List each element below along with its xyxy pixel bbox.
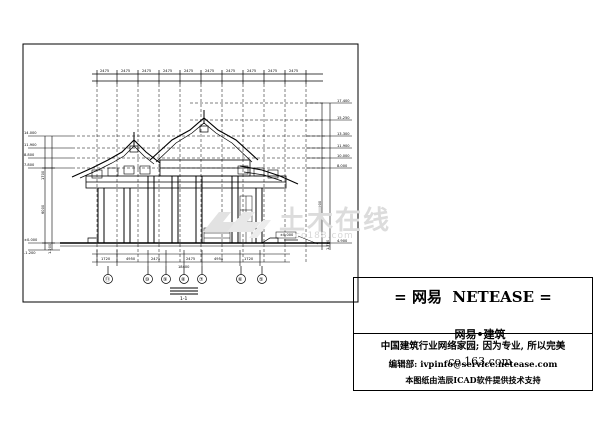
top-dim: 2475 (289, 69, 298, 73)
grid-bubble: ⑧ (181, 277, 186, 283)
left-elevation: 8.800 (24, 153, 35, 157)
title-block-sub: 网易•建筑 co.163.com (354, 313, 592, 368)
bottom-dim: 4950 (214, 257, 224, 261)
grid-bubble: ⑪ (105, 276, 110, 283)
title-block-slogan: 中国建筑行业网络家园; 因为专业, 所以完美 (380, 341, 566, 352)
top-dim: 2475 (247, 69, 256, 73)
watermark: 土木在线 co188.com (197, 200, 417, 248)
bottom-dim: 1720 (101, 257, 111, 261)
left-elevation: -1.200 (24, 251, 36, 255)
title-block-email[interactable]: 编辑部: ivpinfo@service.netease.com (388, 360, 558, 370)
grid-bubble: ⑩ (145, 277, 150, 283)
left-vertical-dim: 1.200 (48, 243, 52, 254)
columns (97, 176, 263, 243)
bottom-dim: 2475 (151, 257, 160, 261)
bottom-dimension-ticks (96, 250, 261, 266)
grid-bubble: ⑤ (259, 277, 263, 283)
top-dim: 2475 (100, 69, 109, 73)
top-dim: 2475 (163, 69, 172, 73)
right-elevation: 17.400 (337, 99, 350, 103)
left-elevation: 11.900 (24, 143, 37, 147)
watermark-logo-icon (203, 212, 271, 238)
top-dim: 2475 (121, 69, 130, 73)
bottom-dim: 1720 (244, 257, 254, 261)
right-elevation-lines (306, 102, 352, 250)
top-dim: 2475 (268, 69, 277, 73)
right-elevation: 4.900 (337, 239, 348, 243)
left-vertical-dim: 1700 (41, 170, 45, 180)
title-block-credit: 本图纸由浩辰ICAD软件提供技术支持 (405, 375, 541, 385)
title-block-sub-cn: 网易•建筑 (454, 328, 506, 341)
bottom-dim: 4950 (126, 257, 136, 261)
grid-bubble: ⑨ (163, 277, 167, 283)
left-vertical-dim: 6000 (41, 204, 45, 214)
title-block-divider (354, 333, 592, 334)
right-elevation: 13.300 (337, 132, 350, 136)
right-vertical-dim: 1.700 (326, 239, 330, 250)
grid-bubble: ⑦ (199, 277, 204, 283)
title-block-sub-domain[interactable]: co.163.com (448, 355, 512, 368)
bracket-sets (91, 165, 279, 179)
bottom-dim: 2475 (186, 257, 195, 261)
grid-bubble: ⑥ (238, 277, 243, 283)
left-elevation-lines (28, 135, 72, 251)
right-elevation: 15.250 (337, 116, 350, 120)
top-dim: 2475 (226, 69, 235, 73)
title-block: = 网易 NETEASE = 网易•建筑 co.163.com 中国建筑行业网络… (353, 277, 593, 391)
watermark-main-text: 土木在线 (279, 206, 392, 236)
drawing-frame (22, 43, 359, 303)
right-elevation: 11.900 (337, 144, 350, 148)
right-vertical-dim: 4900 (318, 200, 322, 210)
title-block-brand: = 网易 NETEASE = (394, 288, 552, 306)
top-dim: 2475 (142, 69, 151, 73)
section-mark (170, 287, 198, 295)
top-dim: 2475 (184, 69, 193, 73)
top-dim: 2475 (205, 69, 214, 73)
building-section (28, 70, 352, 295)
right-elevation: 10.000 (337, 154, 350, 158)
grid-bubble-circles (103, 266, 267, 284)
left-elevation: ±0.000 (24, 238, 38, 242)
section-mark-label: 1-1 (180, 296, 187, 302)
top-dimension-ticks (96, 70, 307, 84)
left-elevation: 7.800 (24, 163, 35, 167)
right-elevation: 8.000 (337, 164, 348, 168)
left-elevation: 14.000 (24, 131, 37, 135)
bottom-total-dim: 18400 (178, 265, 190, 269)
watermark-sub-text: co188.com (295, 231, 354, 241)
ground-label: ±0.000 (280, 233, 294, 237)
